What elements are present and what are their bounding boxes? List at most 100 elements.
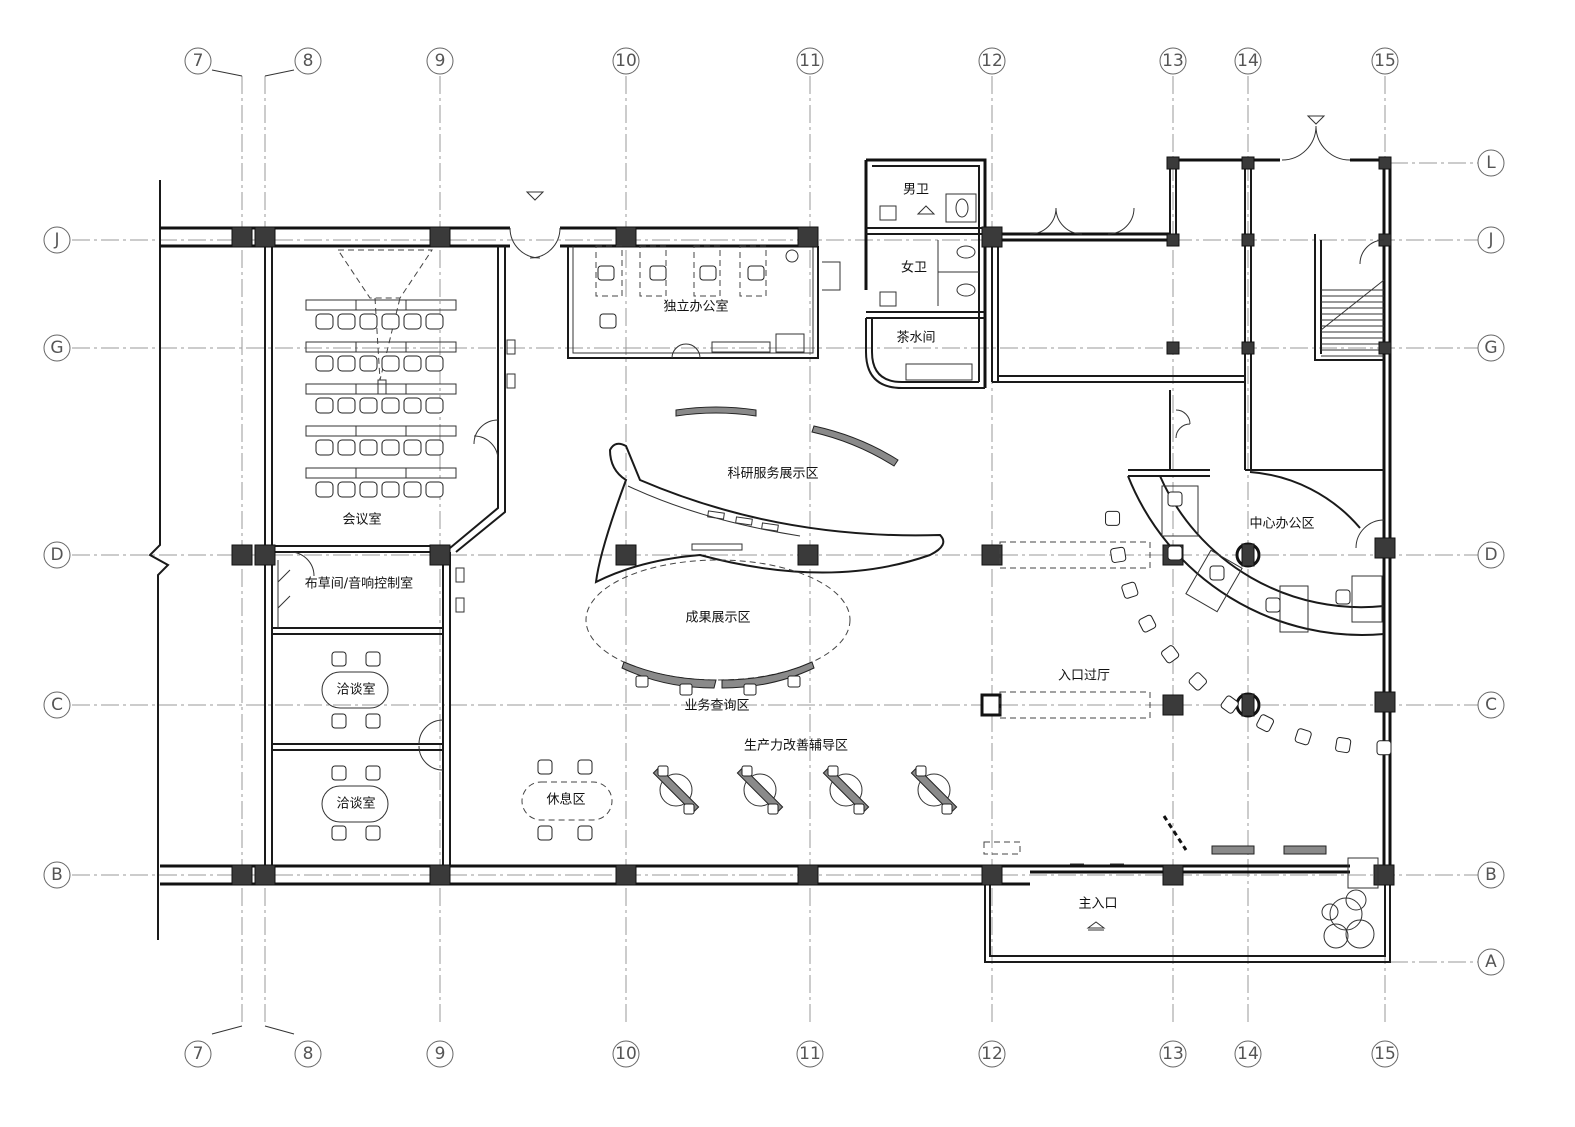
column <box>797 864 819 886</box>
stair-enclosure <box>1314 234 1384 361</box>
outlet-icon <box>455 597 465 613</box>
axis-bubble-top-9: 9 <box>426 47 454 75</box>
chair <box>381 355 400 372</box>
chair <box>1167 491 1183 507</box>
column <box>231 864 253 886</box>
column <box>1373 864 1395 886</box>
rest-area-furniture <box>521 759 613 841</box>
chair <box>827 765 839 777</box>
research-exhibit <box>594 406 945 584</box>
chair <box>1105 510 1121 526</box>
chair <box>425 313 444 330</box>
meeting-room-south-wall <box>272 545 450 553</box>
chair <box>577 759 593 775</box>
chair <box>683 803 695 815</box>
column <box>980 693 1002 717</box>
exhibit-inner-curve <box>627 485 801 537</box>
chair <box>1138 614 1157 633</box>
label-rest-area: 休息区 <box>546 792 585 808</box>
axis-bubble-top-14: 14 <box>1234 47 1262 75</box>
toilet-icon <box>955 198 969 218</box>
desk-row <box>305 425 457 437</box>
north-entry-door <box>1281 125 1351 161</box>
chair <box>699 265 717 281</box>
axis-bubble-top-8: 8 <box>294 47 322 75</box>
chair <box>747 265 765 281</box>
axis-bubbles: 778899101011111212131314141515JGDCBLJGDC… <box>43 47 1505 1068</box>
chair <box>331 713 347 729</box>
stall-partitions <box>937 240 979 306</box>
north-wall-right <box>1000 232 1170 242</box>
chair <box>1209 565 1225 581</box>
side-rooms-east-wall <box>442 552 451 866</box>
chair <box>1188 672 1207 691</box>
chair <box>1335 589 1351 605</box>
label-main-entrance: 主入口 <box>1078 897 1117 912</box>
linen-room-south-wall <box>272 627 443 635</box>
podium-icon <box>377 379 387 395</box>
tree-icon <box>1321 889 1375 949</box>
chair <box>315 481 334 498</box>
bubble-leader <box>211 69 295 77</box>
planter <box>1347 857 1379 889</box>
axis-bubble-bottom-7-label: 7 <box>193 1044 204 1064</box>
private-office-walls <box>567 246 819 359</box>
chair <box>403 355 422 372</box>
chair <box>425 355 444 372</box>
axis-bubble-left-B: B <box>43 861 71 889</box>
axis-bubble-bottom-8: 8 <box>294 1040 322 1068</box>
right-room-west-wall <box>991 240 999 382</box>
standing-board <box>822 766 870 814</box>
axis-bubble-right-A-label: A <box>1485 952 1497 972</box>
axis-bubble-left-J-label: J <box>53 230 59 250</box>
right-room-south-wall <box>992 375 1245 383</box>
bench <box>1211 845 1255 855</box>
chair <box>359 397 378 414</box>
negotiation-divider-wall <box>272 743 443 751</box>
core-divider <box>1244 160 1252 400</box>
label-negotiation-room-1: 洽谈室 <box>336 682 375 698</box>
axis-bubble-bottom-15-label: 15 <box>1374 1044 1396 1064</box>
column <box>254 544 276 566</box>
chair <box>941 803 953 815</box>
axis-bubble-right-J: J <box>1477 226 1505 254</box>
chair <box>767 803 779 815</box>
central-office-north-wall <box>1128 469 1384 477</box>
stall <box>945 193 977 223</box>
chair <box>381 397 400 414</box>
axis-bubble-bottom-9: 9 <box>426 1040 454 1068</box>
axis-bubble-bottom-12-label: 12 <box>981 1044 1003 1064</box>
north-wall-mid <box>560 226 818 248</box>
column-core <box>1241 543 1255 567</box>
round-table <box>917 773 951 807</box>
standing-board <box>736 766 784 814</box>
chair <box>365 713 381 729</box>
chair <box>649 265 667 281</box>
exhibit-sculpture-wall <box>594 442 945 584</box>
axis-bubble-top-7-label: 7 <box>193 51 204 71</box>
south-glass-wall <box>1030 864 1350 874</box>
restroom-divider-1 <box>866 227 985 235</box>
axis-bubble-bottom-7: 7 <box>184 1040 212 1068</box>
chair <box>1220 695 1239 714</box>
private-office-furniture <box>595 245 805 353</box>
chair <box>1121 581 1139 599</box>
chair <box>787 675 801 688</box>
chair <box>1256 714 1274 733</box>
reception-counter-inner <box>1159 475 1385 609</box>
display-bench <box>691 543 743 551</box>
chair <box>337 397 356 414</box>
chair <box>1265 597 1281 613</box>
chair <box>403 439 422 456</box>
chair <box>1110 546 1127 563</box>
label-private-office: 独立办公室 <box>663 299 728 315</box>
label-productivity-zone: 生产力改善辅导区 <box>744 738 848 754</box>
chair <box>315 313 334 330</box>
chair <box>331 765 347 781</box>
chair <box>425 481 444 498</box>
linen-room-details <box>277 339 516 628</box>
canopy-outline <box>999 541 1151 569</box>
chair <box>577 825 593 841</box>
axis-bubble-bottom-11: 11 <box>796 1040 824 1068</box>
chair <box>337 313 356 330</box>
